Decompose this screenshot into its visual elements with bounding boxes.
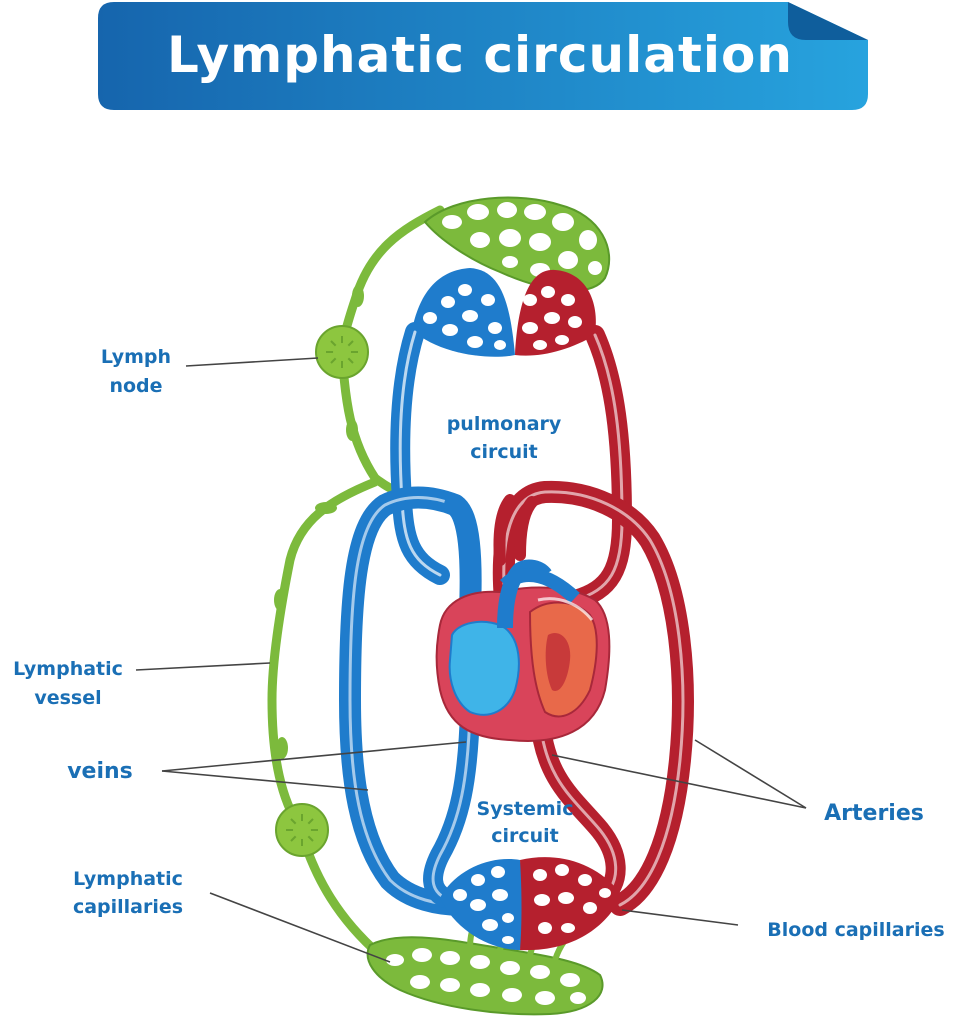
upper-lymph-capillary-mesh — [423, 196, 611, 292]
heart — [435, 559, 611, 742]
systemic-circuit-label: Systemic circuit — [477, 798, 574, 847]
banner-fold — [788, 2, 868, 40]
lymphatic-capillaries-label: Lymphatic capillaries — [73, 868, 183, 918]
lymphatic-vessel-label-line1: Lymphatic — [13, 658, 123, 680]
lymphatic-system — [267, 196, 611, 1016]
lymphatic-vessel-label: Lymphatic vessel — [13, 658, 123, 709]
systemic-capillary-bed — [440, 857, 622, 951]
pulmonary-circuit-label-line1: pulmonary — [447, 413, 562, 435]
page-title: Lymphatic circulation — [167, 26, 793, 84]
lymphatic-capillaries-label-line2: capillaries — [73, 896, 183, 918]
title-banner: Lymphatic circulation — [98, 2, 868, 110]
veins-label: veins — [67, 759, 133, 784]
lymph-node-label-line2: node — [109, 375, 162, 397]
pulmonary-capillary-bed — [412, 268, 596, 357]
lymph-node-lower — [275, 803, 329, 857]
pulmonary-circuit-label: pulmonary circuit — [447, 413, 562, 463]
leader-lines — [135, 357, 807, 963]
lymph-node-label-line1: Lymph — [101, 346, 171, 368]
arteries-label: Arteries — [824, 801, 924, 826]
systemic-circuit-label-line2: circuit — [491, 825, 559, 847]
pulmonary-circuit-label-line2: circuit — [470, 441, 538, 463]
lymphatic-capillaries-label-line1: Lymphatic — [73, 868, 183, 890]
lymphatic-vessel-label-line2: vessel — [34, 687, 101, 709]
arteries — [492, 325, 694, 916]
systemic-circuit-label-line1: Systemic — [477, 798, 574, 820]
blood-capillaries-label: Blood capillaries — [767, 919, 944, 941]
lower-lymph-capillary-mesh — [366, 902, 604, 1016]
lymph-node-label: Lymph node — [101, 346, 171, 397]
lymph-node-upper — [315, 325, 369, 379]
